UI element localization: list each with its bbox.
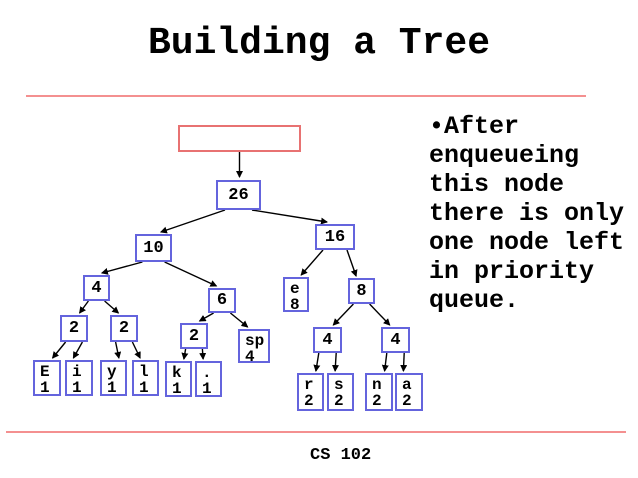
bullet-line: this node — [429, 170, 565, 199]
tree-node-E1: E 1 — [33, 360, 61, 396]
tree-node-n2: n 2 — [365, 373, 393, 411]
tree-node-sp4: sp 4 — [238, 329, 270, 365]
bullet-line: enqueueing — [429, 141, 580, 170]
tree-edge-2b-y1 — [114, 341, 122, 359]
tree-edge-2c-k1 — [181, 348, 189, 360]
bullet-line: in priority — [429, 257, 595, 286]
title-divider-line — [26, 95, 586, 97]
bullet-line: •After — [429, 112, 520, 141]
bullet-text-panel: •After enqueueing this node there is onl… — [429, 112, 635, 315]
tree-edge-26-16 — [251, 209, 328, 225]
bullet-line: there is only — [429, 199, 625, 228]
tree-edge-2b-l1 — [131, 341, 141, 359]
tree-node-i1: i 1 — [65, 360, 93, 396]
tree-edge-2a-E1 — [51, 341, 67, 359]
bullet-line: queue. — [429, 286, 520, 315]
tree-node-a2: a 2 — [395, 373, 423, 411]
tree-edge-4a-r2 — [313, 352, 321, 372]
tree-node-y1: y 1 — [100, 360, 127, 396]
tree-node-10: 10 — [135, 234, 172, 262]
tree-edge-4L-2a — [79, 300, 89, 314]
tree-edge-2a-i1 — [72, 341, 84, 359]
tree-node-26: 26 — [216, 180, 261, 210]
tree-node-dot1: . 1 — [195, 361, 222, 397]
tree-node-16: 16 — [315, 224, 355, 250]
slide-title: Building a Tree — [147, 22, 491, 65]
tree-node-e8: e 8 — [283, 277, 309, 313]
tree-edge-2c-dot1 — [199, 348, 207, 360]
tree-edge-16-e8 — [300, 249, 324, 276]
tree-node-l1: l 1 — [132, 360, 159, 396]
tree-edge-6-2c — [198, 312, 214, 322]
tree-node-6: 6 — [208, 288, 236, 313]
tree-node-k1: k 1 — [165, 361, 192, 397]
tree-edge-4b-a2 — [400, 352, 408, 372]
tree-edge-10-4L — [100, 261, 143, 275]
tree-edge-8-4b — [369, 303, 391, 326]
footer-divider-line — [6, 431, 626, 433]
tree-node-2b: 2 — [110, 315, 138, 342]
tree-edge-10-6 — [164, 261, 218, 287]
footer-course-label: CS 102 — [310, 446, 372, 465]
tree-node-s2: s 2 — [327, 373, 354, 411]
tree-edge-4b-n2 — [381, 352, 389, 372]
tree-edge-6-sp4 — [229, 312, 249, 328]
tree-edge-26-10 — [159, 209, 226, 234]
tree-edge-4a-s2 — [331, 352, 339, 372]
tree-edge-16-8 — [346, 249, 358, 277]
tree-node-4a: 4 — [313, 327, 342, 353]
bullet-line: one node left — [429, 228, 625, 257]
tree-node-root — [178, 125, 301, 152]
tree-node-8: 8 — [348, 278, 375, 304]
tree-node-2c: 2 — [180, 323, 208, 349]
tree-node-r2: r 2 — [297, 373, 324, 411]
tree-node-4L: 4 — [83, 275, 110, 301]
tree-edge-8-4a — [332, 303, 354, 326]
tree-edge-4L-2b — [104, 300, 120, 314]
tree-node-4b: 4 — [381, 327, 410, 353]
tree-node-2a: 2 — [60, 315, 88, 342]
